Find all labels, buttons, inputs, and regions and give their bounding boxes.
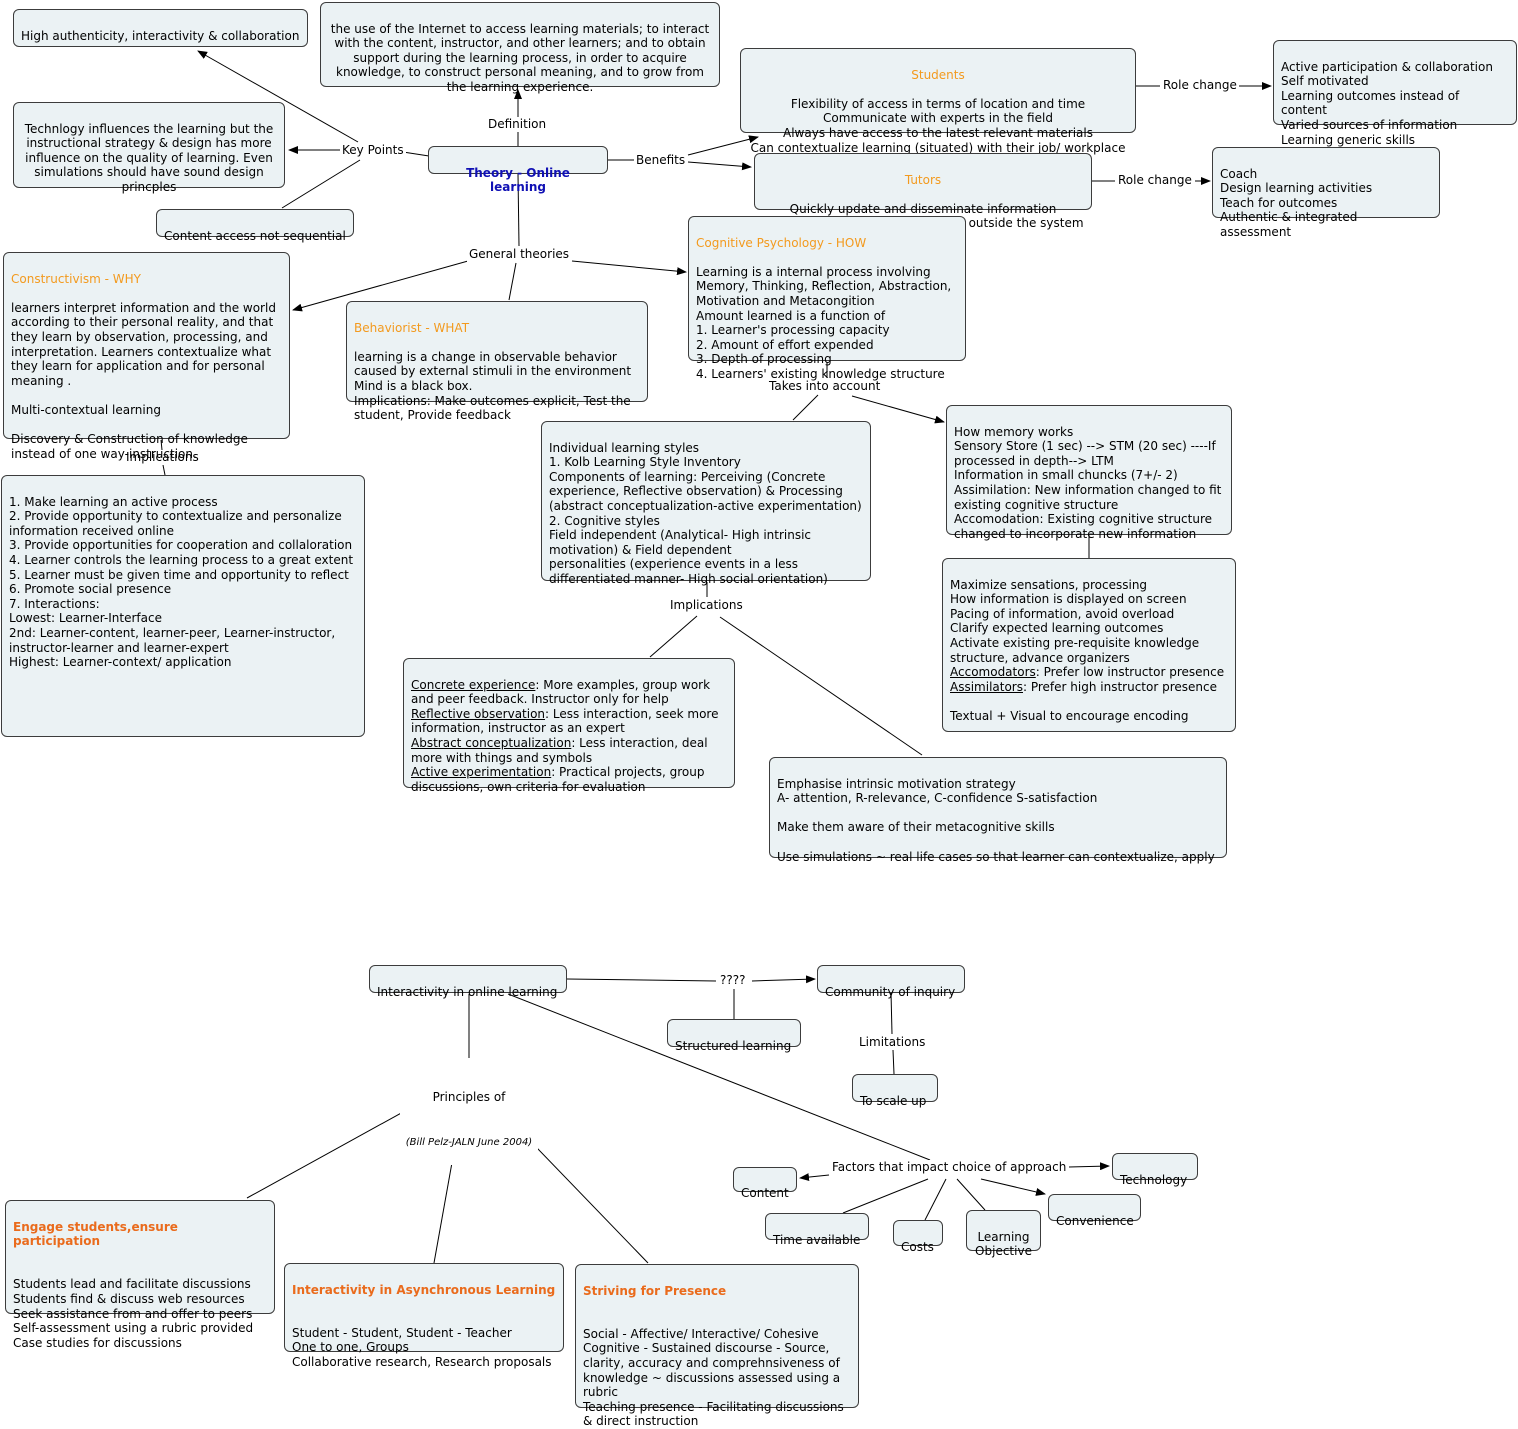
term-concrete-experience: Concrete experience <box>411 677 536 692</box>
node-to-scale-up[interactable]: To scale up <box>852 1074 938 1108</box>
node-students-body: Flexibility of access in terms of locati… <box>750 96 1126 155</box>
label-implications-constructivism: Implications <box>124 450 201 465</box>
node-constructivism-implications[interactable]: 1. Make learning an active process 2. Pr… <box>1 475 365 737</box>
label-role-change-students: Role change <box>1161 78 1239 93</box>
term-reflective-observation: Reflective observation <box>411 706 546 721</box>
text-accomodators: : Prefer low instructor presence <box>1035 665 1225 680</box>
label-key-points: Key Points <box>340 143 406 158</box>
node-cognitive-body: Learning is a internal process involving… <box>696 264 952 381</box>
node-content-text: Content <box>741 1185 789 1200</box>
root-interactivity[interactable]: Interactivity in online learning <box>369 965 567 999</box>
node-async-body: Student - Student, Student - Teacher One… <box>292 1325 552 1369</box>
label-limitations: Limitations <box>857 1035 928 1050</box>
node-technology[interactable]: Technology <box>1112 1153 1198 1187</box>
node-content-access-text: Content access not sequential <box>164 228 346 243</box>
node-maximize-intro: Maximize sensations, processing How info… <box>950 577 1200 665</box>
node-memory-text: How memory works Sensory Store (1 sec) -… <box>954 424 1222 541</box>
node-cognitive-title: Cognitive Psychology - HOW <box>696 235 867 250</box>
node-costs-text: Costs <box>901 1239 934 1254</box>
node-time-available[interactable]: Time available <box>765 1213 869 1247</box>
term-assimilators: Assimilators <box>950 679 1023 694</box>
node-async-learning[interactable]: Interactivity in Asynchronous Learning S… <box>284 1263 564 1369</box>
node-motivation[interactable]: Emphasise intrinsic motivation strategy … <box>769 757 1227 864</box>
node-kolb-implications[interactable]: Concrete experience: More examples, grou… <box>403 658 735 794</box>
node-tutors-benefits[interactable]: Tutors Quickly update and disseminate in… <box>754 153 1092 230</box>
label-principles: Principles of (Bill Pelz-JALN June 2004) <box>400 1060 538 1165</box>
node-learning-styles[interactable]: Individual learning styles 1. Kolb Learn… <box>541 421 871 586</box>
node-behaviorist[interactable]: Behaviorist - WHAT learning is a change … <box>346 301 648 422</box>
node-async-title: Interactivity in Asynchronous Learning <box>292 1282 556 1297</box>
text-abstract-conceptualization: : Less interaction, deal more with thing… <box>411 735 708 765</box>
node-motivation-text: Emphasise intrinsic motivation strategy … <box>777 776 1215 864</box>
term-active-experimentation: Active experimentation <box>411 765 552 780</box>
label-principles-source: (Bill Pelz-JALN June 2004) <box>405 1137 533 1148</box>
root-theory-label: Theory - Online learning <box>466 165 570 195</box>
node-engage-title: Engage students,ensure participation <box>13 1219 178 1249</box>
node-learning-objective[interactable]: Learning Objective <box>966 1210 1041 1258</box>
node-memory[interactable]: How memory works Sensory Store (1 sec) -… <box>946 405 1232 541</box>
node-tutors-role-change[interactable]: Coach Design learning activities Teach f… <box>1212 147 1440 239</box>
node-students-role-text: Active participation & collaboration Sel… <box>1281 59 1493 147</box>
root-theory-online-learning[interactable]: Theory - Online learning <box>428 146 608 194</box>
node-striving-presence[interactable]: Striving for Presence Social - Affective… <box>575 1264 859 1428</box>
node-scale-up-text: To scale up <box>860 1093 927 1108</box>
node-content[interactable]: Content <box>733 1167 797 1200</box>
node-objective-text: Learning Objective <box>975 1229 1032 1259</box>
node-engage-students[interactable]: Engage students,ensure participation Stu… <box>5 1200 275 1350</box>
text-active-experimentation: : Practical projects, group discussions,… <box>411 765 705 794</box>
term-accomodators: Accomodators <box>950 665 1036 680</box>
node-community-text: Community of inquiry <box>825 984 956 999</box>
node-community-of-inquiry[interactable]: Community of inquiry <box>817 965 965 999</box>
node-students-title: Students <box>911 67 965 82</box>
node-students-role-change[interactable]: Active participation & collaboration Sel… <box>1273 40 1517 147</box>
node-technology-influence[interactable]: Technlogy influences the learning but th… <box>13 102 285 194</box>
node-behaviorist-body: learning is a change in observable behav… <box>354 349 632 423</box>
label-general-theories: General theories <box>467 247 572 262</box>
node-high-authenticity[interactable]: High authenticity, interactivity & colla… <box>13 9 308 47</box>
node-costs[interactable]: Costs <box>893 1220 943 1254</box>
node-behaviorist-title: Behaviorist - WHAT <box>354 320 470 335</box>
label-definition: Definition <box>486 117 549 132</box>
root-interactivity-label: Interactivity in online learning <box>377 984 558 999</box>
text-assimilators: : Prefer high instructor presence <box>1023 679 1217 694</box>
label-question-marks: ???? <box>718 973 748 988</box>
label-role-change-tutors: Role change <box>1116 173 1194 188</box>
node-constructivism-title: Constructivism - WHY <box>11 271 142 286</box>
text-reflective-observation: : Less interaction, seek more informatio… <box>411 706 719 736</box>
node-technology-text: Technology <box>1120 1172 1188 1187</box>
node-constructivism[interactable]: Constructivism - WHY learners interpret … <box>3 252 290 461</box>
node-definition[interactable]: the use of the Internet to access learni… <box>320 2 720 94</box>
node-presence-body: Social - Affective/ Interactive/ Cohesiv… <box>583 1326 844 1429</box>
node-structured-text: Structured learning <box>675 1038 792 1053</box>
label-takes-into-account: Takes into account <box>767 379 883 394</box>
label-factors: Factors that impact choice of approach <box>830 1160 1069 1175</box>
node-engage-body: Students lead and facilitate discussions… <box>13 1277 254 1350</box>
node-convenience[interactable]: Convenience <box>1048 1194 1141 1228</box>
node-students-benefits[interactable]: Students Flexibility of access in terms … <box>740 48 1136 155</box>
label-benefits: Benefits <box>634 153 688 168</box>
node-time-text: Time available <box>773 1232 861 1247</box>
text-concrete-experience: : More examples, group work and peer fee… <box>411 677 711 707</box>
term-abstract-conceptualization: Abstract conceptualization <box>411 735 572 750</box>
label-principles-text: Principles of <box>432 1090 506 1104</box>
node-constructivism-implications-text: 1. Make learning an active process 2. Pr… <box>9 494 354 670</box>
node-learning-styles-text: Individual learning styles 1. Kolb Learn… <box>549 440 862 586</box>
node-constructivism-body: learners interpret information and the w… <box>11 300 276 461</box>
node-convenience-text: Convenience <box>1056 1213 1134 1228</box>
node-cognitive-psychology[interactable]: Cognitive Psychology - HOW Learning is a… <box>688 216 966 381</box>
node-definition-text: the use of the Internet to access learni… <box>330 21 710 94</box>
node-technology-influence-text: Technlogy influences the learning but th… <box>24 121 274 194</box>
node-tutors-role-text: Coach Design learning activities Teach f… <box>1220 166 1373 239</box>
node-presence-title: Striving for Presence <box>583 1283 727 1298</box>
node-high-authenticity-text: High authenticity, interactivity & colla… <box>21 28 300 43</box>
node-tutors-title: Tutors <box>904 172 942 187</box>
node-content-access[interactable]: Content access not sequential <box>156 209 354 243</box>
node-maximize-outro: Textual + Visual to encourage encoding <box>950 708 1189 723</box>
label-implications-styles: Implications <box>668 598 745 613</box>
node-structured-learning[interactable]: Structured learning <box>667 1019 801 1053</box>
node-maximize-sensations[interactable]: Maximize sensations, processing How info… <box>942 558 1236 732</box>
